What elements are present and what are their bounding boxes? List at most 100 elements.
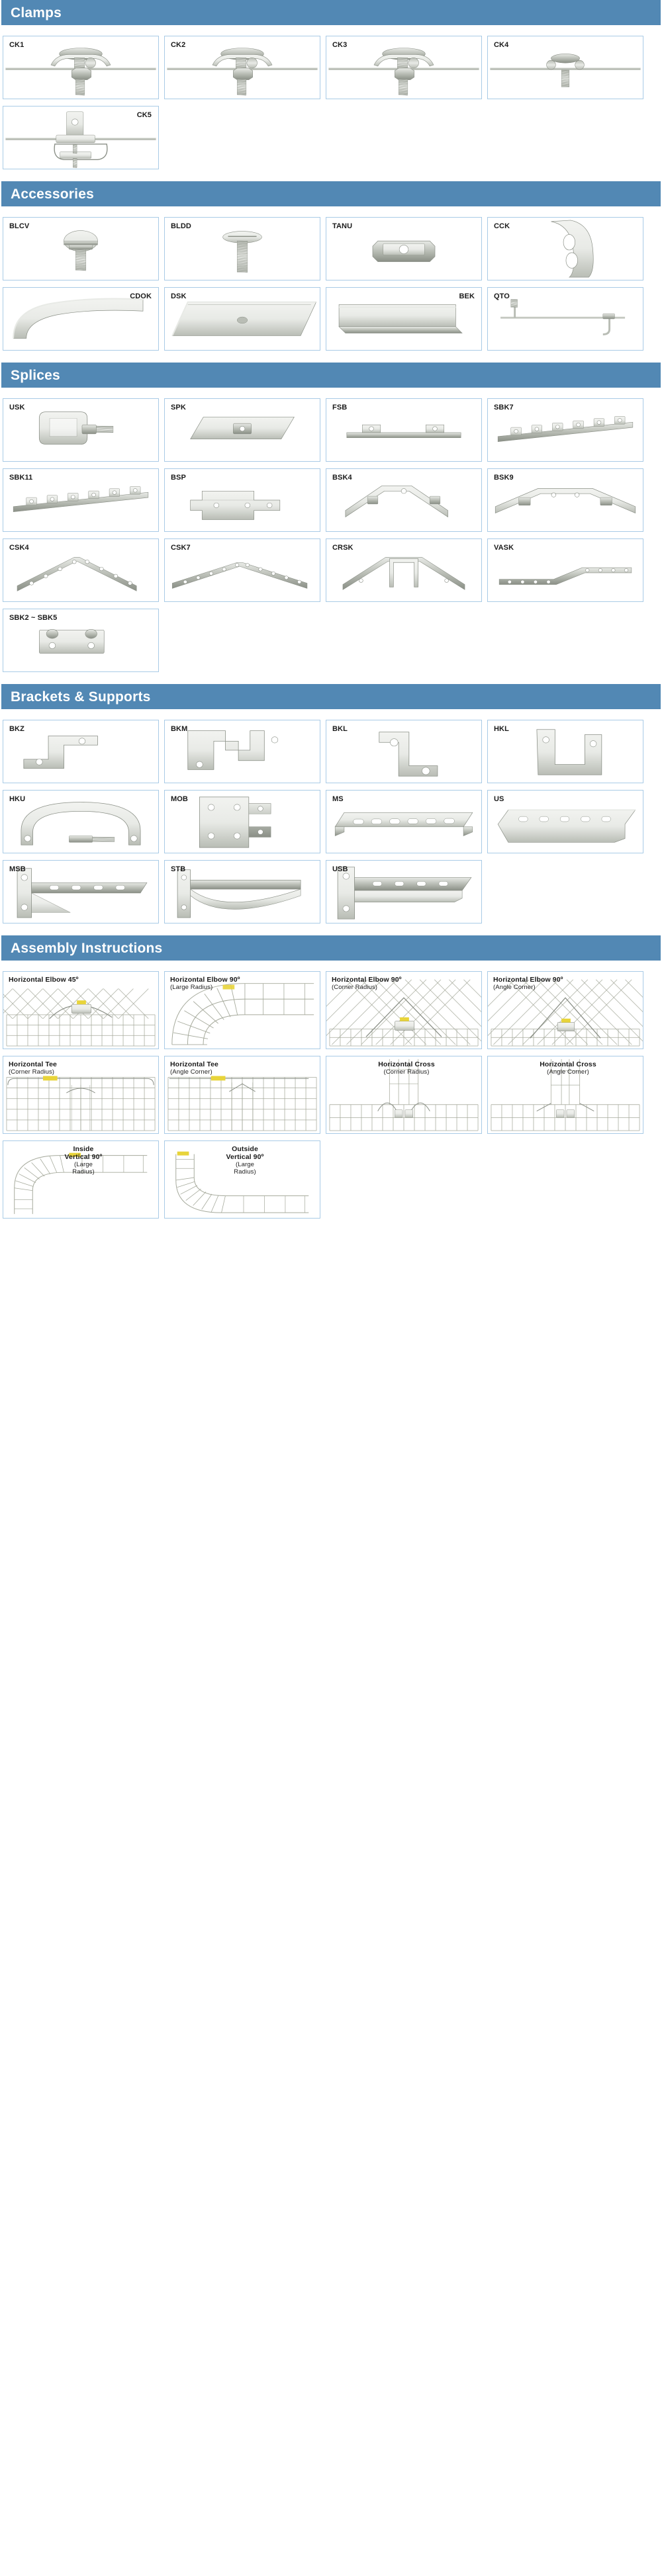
- product-label: BEK: [459, 292, 475, 301]
- product-label: Horizontal Elbow 90º(Angle Corner): [493, 976, 563, 992]
- product-card[interactable]: BLCV: [3, 217, 159, 280]
- product-card[interactable]: BKL: [326, 720, 482, 783]
- product-label-main: FSB: [332, 404, 348, 411]
- product-card[interactable]: BKM: [164, 720, 320, 783]
- product-label-main: QTO: [494, 292, 510, 300]
- product-label-sub: (Corner Radius): [332, 984, 378, 992]
- product-label-main: Horizontal Elbow 90º: [332, 976, 402, 984]
- product-card[interactable]: BSP: [164, 468, 320, 532]
- product-card[interactable]: HKL: [487, 720, 643, 783]
- product-card[interactable]: SBK2 ~ SBK5: [3, 609, 159, 672]
- product-card[interactable]: USB: [326, 860, 482, 923]
- product-label-main: Horizontal Tee: [9, 1060, 57, 1068]
- product-label: BLCV: [9, 222, 29, 231]
- product-card[interactable]: BEK: [326, 287, 482, 351]
- product-image-slotted-channel: [326, 791, 481, 853]
- product-card[interactable]: USK: [3, 398, 159, 462]
- product-label-sub: (Corner Radius): [9, 1068, 55, 1076]
- product-image-cover-corner: [3, 288, 158, 350]
- product-card[interactable]: Horizontal Elbow 45º: [3, 971, 159, 1049]
- product-label: BSK9: [494, 474, 514, 482]
- product-card[interactable]: Horizontal Tee(Angle Corner): [164, 1056, 320, 1134]
- product-label-sub: (Angle Corner): [493, 984, 536, 992]
- product-card[interactable]: CDOK: [3, 287, 159, 351]
- product-label-main: Horizontal Elbow 90º: [493, 976, 563, 984]
- product-card[interactable]: VASK: [487, 538, 643, 602]
- product-label: BSP: [171, 474, 186, 482]
- product-card[interactable]: Horizontal Cross(Corner Radius): [326, 1056, 482, 1134]
- product-label: SBK11: [9, 474, 32, 482]
- product-card[interactable]: Horizontal Elbow 90º(Angle Corner): [487, 971, 643, 1049]
- product-grid-accessories: BLCV BLDD TANU CCK CDOK DSK BEK QTO: [0, 217, 662, 351]
- product-card[interactable]: BLDD: [164, 217, 320, 280]
- section-title: Clamps: [11, 5, 62, 21]
- product-card[interactable]: SPK: [164, 398, 320, 462]
- product-image-mesh-vert-outside: [165, 1141, 320, 1218]
- product-label-sub: (Corner Radius): [383, 1068, 430, 1076]
- product-card[interactable]: QTO: [487, 287, 643, 351]
- product-label-main: CK4: [494, 41, 509, 49]
- product-card[interactable]: CSK7: [164, 538, 320, 602]
- section-header-splices: Splices: [1, 363, 661, 388]
- product-card[interactable]: MSB: [3, 860, 159, 923]
- product-label-main: CK2: [171, 41, 186, 49]
- product-card[interactable]: FSB: [326, 398, 482, 462]
- product-card[interactable]: CRSK: [326, 538, 482, 602]
- product-card[interactable]: Horizontal Tee(Corner Radius): [3, 1056, 159, 1134]
- product-image-shallow-angle-splice: [488, 539, 643, 601]
- product-image-long-splice-bar: [3, 469, 158, 531]
- product-card[interactable]: Inside Vertical 90º(Large Radius): [3, 1140, 159, 1219]
- product-label: BLDD: [171, 222, 191, 231]
- product-card[interactable]: Horizontal Elbow 90º(Corner Radius): [326, 971, 482, 1049]
- product-label-main: SPK: [171, 404, 186, 411]
- product-image-u-support-arm: [326, 861, 481, 923]
- product-card[interactable]: BKZ: [3, 720, 159, 783]
- product-card[interactable]: SBK7: [487, 398, 643, 462]
- product-label: Horizontal Tee(Angle Corner): [170, 1060, 218, 1076]
- product-card[interactable]: US: [487, 790, 643, 853]
- product-label: USB: [332, 865, 348, 874]
- product-label: BKL: [332, 725, 348, 734]
- product-card[interactable]: SBK11: [3, 468, 159, 532]
- product-label: QTO: [494, 292, 510, 301]
- product-card[interactable]: Horizontal Elbow 90º(Large Radius): [164, 971, 320, 1049]
- product-label-main: CDOK: [130, 292, 152, 300]
- product-label: Inside Vertical 90º(Large Radius): [9, 1145, 158, 1176]
- product-card[interactable]: BSK9: [487, 468, 643, 532]
- product-card[interactable]: MOB: [164, 790, 320, 853]
- product-label: US: [494, 795, 504, 804]
- product-image-cantilever-arm: [3, 861, 158, 923]
- product-image-long-splice-bar: [488, 399, 643, 461]
- product-card[interactable]: CCK: [487, 217, 643, 280]
- product-card[interactable]: CK1: [3, 36, 159, 99]
- product-label-main: TANU: [332, 222, 353, 230]
- product-card[interactable]: STB: [164, 860, 320, 923]
- product-image-clamp-small-bolt: [488, 36, 643, 99]
- product-card[interactable]: DSK: [164, 287, 320, 351]
- product-card[interactable]: CK3: [326, 36, 482, 99]
- product-card[interactable]: TANU: [326, 217, 482, 280]
- product-label: SPK: [171, 404, 186, 412]
- product-card[interactable]: CK2: [164, 36, 320, 99]
- product-label: CK1: [9, 41, 24, 50]
- product-card[interactable]: Horizontal Cross(Angle Corner): [487, 1056, 643, 1134]
- product-card[interactable]: CSK4: [3, 538, 159, 602]
- product-card[interactable]: CK4: [487, 36, 643, 99]
- product-card[interactable]: CK5: [3, 106, 159, 169]
- product-label-main: CK1: [9, 41, 24, 49]
- product-label: BKM: [171, 725, 187, 734]
- product-card[interactable]: Outside Vertical 90º(Large Radius): [164, 1140, 320, 1219]
- product-image-pan-screw: [165, 218, 320, 280]
- product-label: Outside Vertical 90º(Large Radius): [170, 1145, 320, 1176]
- product-card[interactable]: HKU: [3, 790, 159, 853]
- product-card[interactable]: MS: [326, 790, 482, 853]
- product-label: USK: [9, 404, 25, 412]
- product-card[interactable]: BSK4: [326, 468, 482, 532]
